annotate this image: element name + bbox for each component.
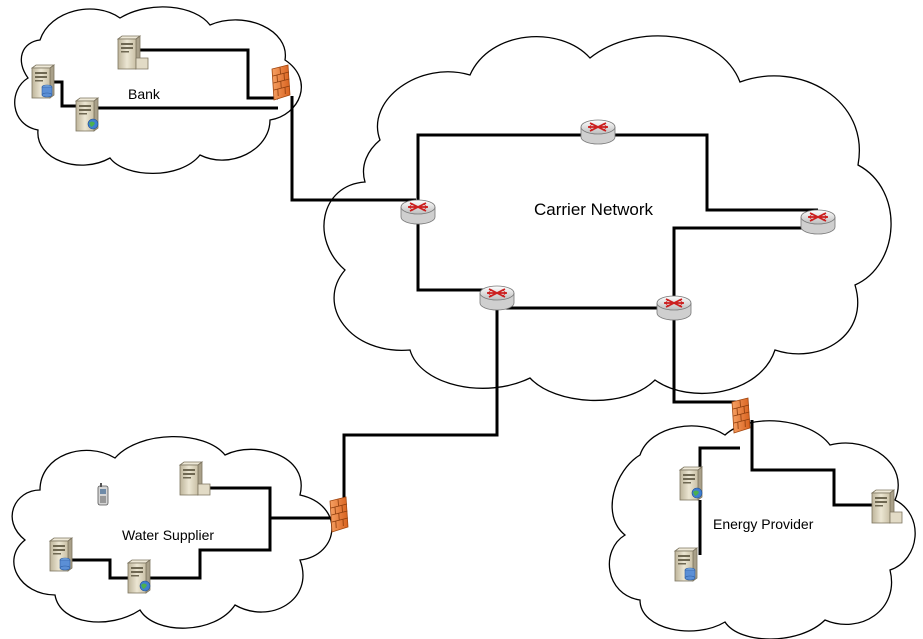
energy-firewall-icon <box>731 397 751 434</box>
water-web-server-icon <box>128 560 150 593</box>
water-database-server-icon <box>50 538 72 571</box>
water-supplier-cloud <box>11 435 333 629</box>
bank-label: Bank <box>128 86 161 102</box>
router-icon <box>580 119 616 145</box>
router-icon <box>479 285 515 311</box>
energy-database-server-icon <box>675 548 697 581</box>
bank-database-server-icon <box>32 65 54 98</box>
router-icon <box>656 295 692 321</box>
router-icon <box>800 209 836 235</box>
water-firewall-icon <box>329 496 349 533</box>
water-supplier-label: Water Supplier <box>122 527 214 543</box>
router-icon <box>400 199 436 225</box>
carrier-network-cloud <box>323 35 892 402</box>
bank-web-server-icon <box>76 98 98 131</box>
mobile-phone-icon <box>97 482 109 506</box>
energy-provider-label: Energy Provider <box>713 516 814 532</box>
energy-web-server-icon <box>680 467 702 500</box>
network-links <box>48 48 872 580</box>
bank-firewall-icon <box>271 64 291 101</box>
carrier-network-label: Carrier Network <box>534 200 654 219</box>
